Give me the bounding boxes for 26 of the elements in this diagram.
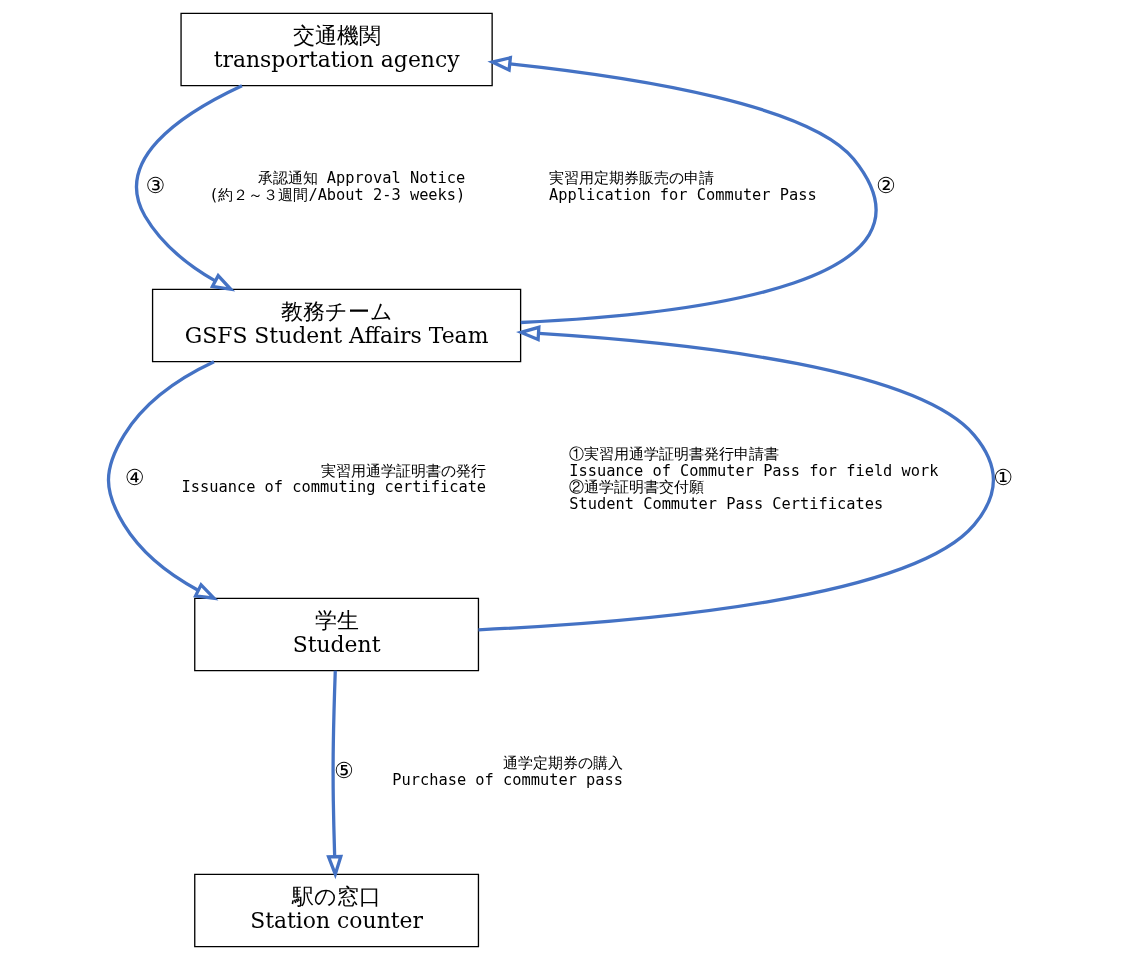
node-box: 教務チーム GSFS Student Affairs Team [151,288,521,362]
label: Student Commuter Pass Certificates [568,494,883,513]
label: Application for Commuter Pass [548,185,817,204]
node-box: 交通機関 transportation agency [179,12,493,86]
label: ②通学証明書交付願 [568,477,704,496]
node-box: 駅の窓口 Station counter [193,873,479,947]
edge-label: ① [992,464,1013,490]
arrow [134,83,243,292]
edge-label: ④ [124,464,144,490]
label: 承認通知 Approval Notice [257,168,465,187]
label: 実習用定期券販売の申請 [548,168,714,187]
label: ①実習用通学証明書発行申請書 [568,444,779,463]
label: (約２～３週間/About 2-3 weeks) [208,185,465,204]
node-box: 学生 Student [193,597,479,671]
arrow [486,55,877,324]
edge-label: ② [875,172,896,198]
edge-label: ③ [145,172,165,198]
arrow [325,670,343,879]
label: 通学定期券の購入 [502,753,623,772]
label: Issuance of Commuter Pass for field work [568,461,938,480]
label: 実習用通学証明書の発行 [320,461,486,480]
label: Purchase of commuter pass [391,770,623,789]
label: Issuance of commuting certificate [181,477,486,496]
arrow [477,324,995,631]
edge-label: ⑤ [333,757,354,783]
arrow [106,359,218,600]
